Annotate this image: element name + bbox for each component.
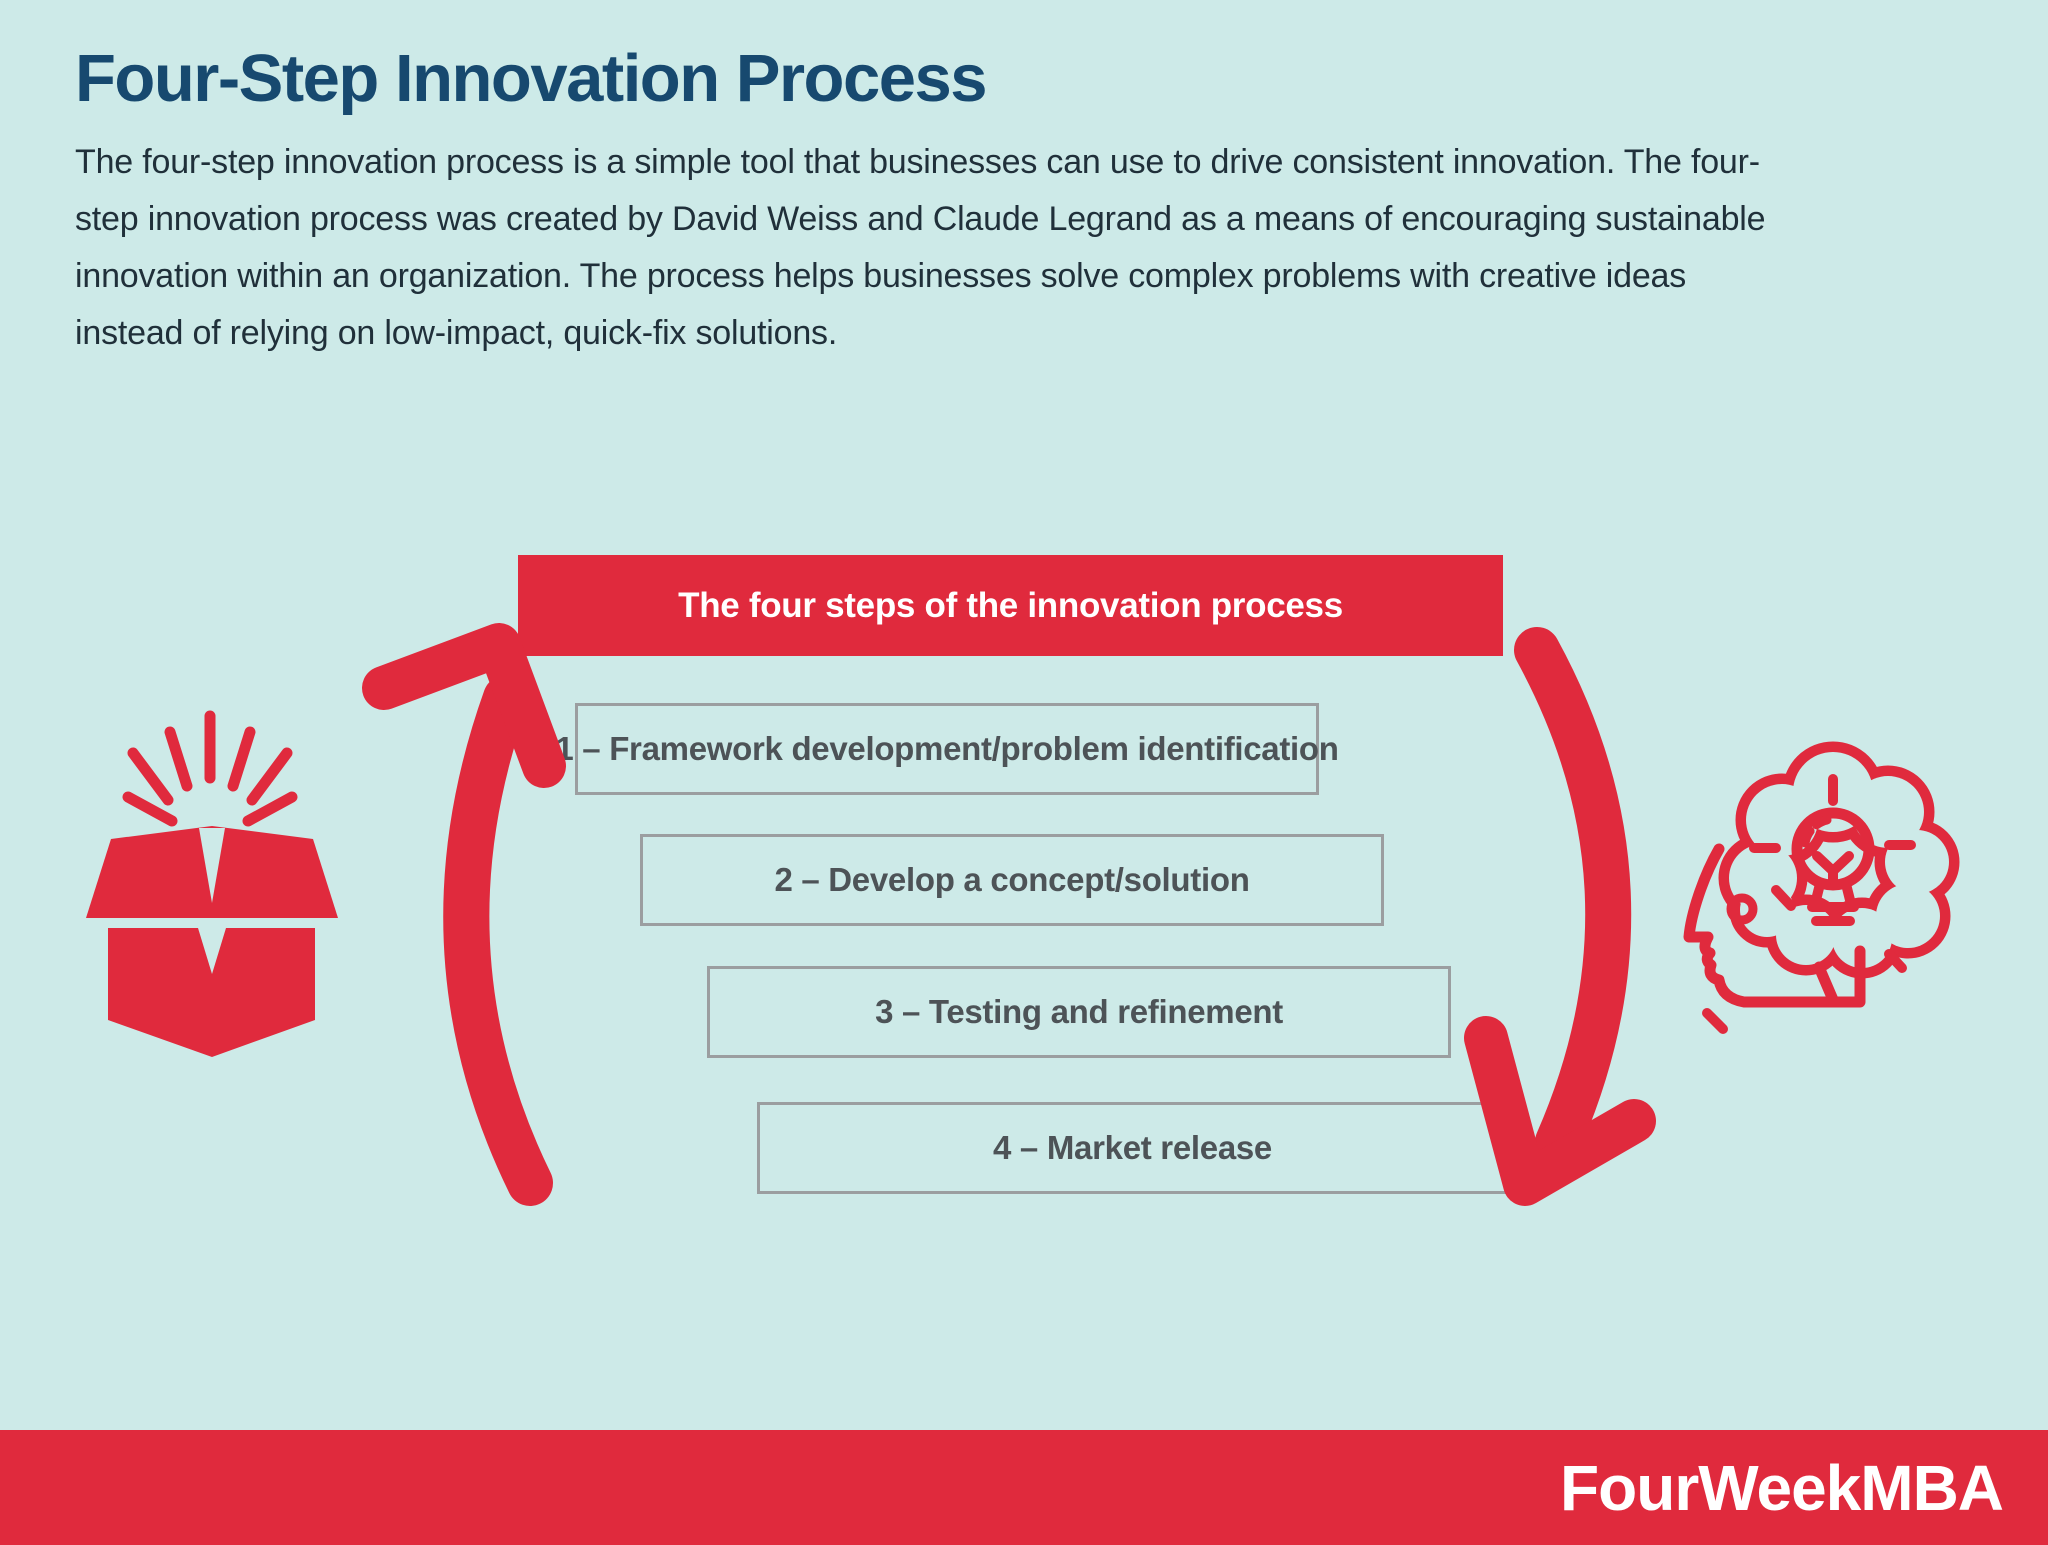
step-label: 4 – Market release [993,1129,1272,1166]
intro-line: step innovation process was created by D… [75,200,1766,238]
brand-logo: FourWeekMBA [1560,1451,2004,1524]
page-title: Four-Step Innovation Process [75,41,988,116]
step-box-3: 3 – Testing and refinement [707,966,1451,1058]
diagram-header-label: The four steps of the innovation process [678,585,1343,625]
intro-line: The four-step innovation process is a si… [75,143,1760,181]
step-box-1: 1 – Framework development/problem identi… [555,703,1339,795]
curved-down-arrow-icon [1464,627,1656,1206]
idea-head-lightbulb-icon [1683,741,1960,1034]
footer-bar: FourWeekMBA [0,1430,2048,1545]
diagram-header-banner: The four steps of the innovation process [518,555,1503,656]
curved-up-arrow-icon [362,623,566,1206]
intro-paragraph: The four-step innovation process is a si… [75,134,1766,362]
step-box-4: 4 – Market release [757,1102,1508,1194]
open-box-burst-icon [86,710,338,1057]
intro-line: innovation within an organization. The p… [75,257,1687,295]
step-label: 1 – Framework development/problem identi… [555,730,1339,767]
step-box-2: 2 – Develop a concept/solution [640,834,1384,926]
intro-line: instead of relying on low-impact, quick-… [75,314,838,352]
step-label: 2 – Develop a concept/solution [774,861,1250,898]
step-label: 3 – Testing and refinement [875,993,1283,1030]
